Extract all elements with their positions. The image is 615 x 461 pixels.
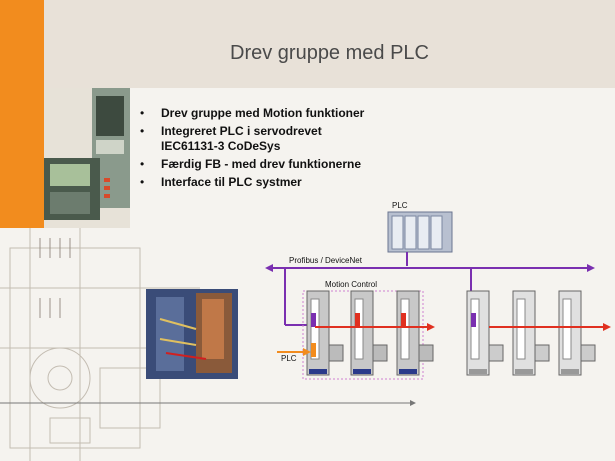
servo-drive-photo [44, 88, 130, 228]
plc-rack [387, 211, 453, 253]
motion-signal-line [315, 323, 435, 331]
fieldbus-line [265, 264, 595, 326]
header-band [44, 0, 615, 88]
wiring-photo [146, 289, 238, 379]
slide-title: Drev gruppe med PLC [230, 42, 429, 64]
bullet-text: Færdig FB - med drev funktionerne [161, 157, 362, 171]
engineering-drawing-background [0, 228, 280, 461]
bullet-dot: • [140, 106, 145, 120]
plc-input-line [277, 348, 311, 356]
drawing-arrow [0, 400, 416, 406]
motion-control-label: Motion Control [325, 280, 377, 289]
bullet-list: • Drev gruppe med Motion funktioner • Inte… [140, 106, 364, 193]
bullet-dot: • [140, 175, 145, 189]
bullet-item: • Færdig FB - med drev funktionerne [140, 157, 364, 172]
bullet-text: Drev gruppe med Motion funktioner [161, 106, 365, 120]
bullet-dot: • [140, 157, 145, 171]
bullet-item: • Drev gruppe med Motion funktioner [140, 106, 364, 121]
servo-drive [306, 290, 344, 376]
system-diagram: PLC Profibus / DeviceNet Motion Control [265, 201, 611, 380]
bullet-text: Interface til PLC systmer [161, 175, 302, 189]
orange-accent-bar [0, 0, 44, 228]
servo-drive [350, 290, 388, 376]
servo-drive [466, 290, 504, 376]
bus-label: Profibus / DeviceNet [289, 256, 363, 265]
plc-input-label: PLC [281, 354, 297, 363]
bullet-dot: • [140, 124, 145, 138]
servo-drive [512, 290, 550, 376]
plc-rack-label: PLC [392, 201, 408, 210]
bullet-text: Integreret PLC i servodrevet [161, 124, 322, 138]
bullet-item: • Interface til PLC systmer [140, 175, 364, 190]
servo-drive [558, 290, 596, 376]
drive-signal-line [489, 323, 611, 331]
servo-drive [396, 290, 434, 376]
bullet-text-continued: IEC61131-3 CoDeSys [161, 139, 281, 153]
